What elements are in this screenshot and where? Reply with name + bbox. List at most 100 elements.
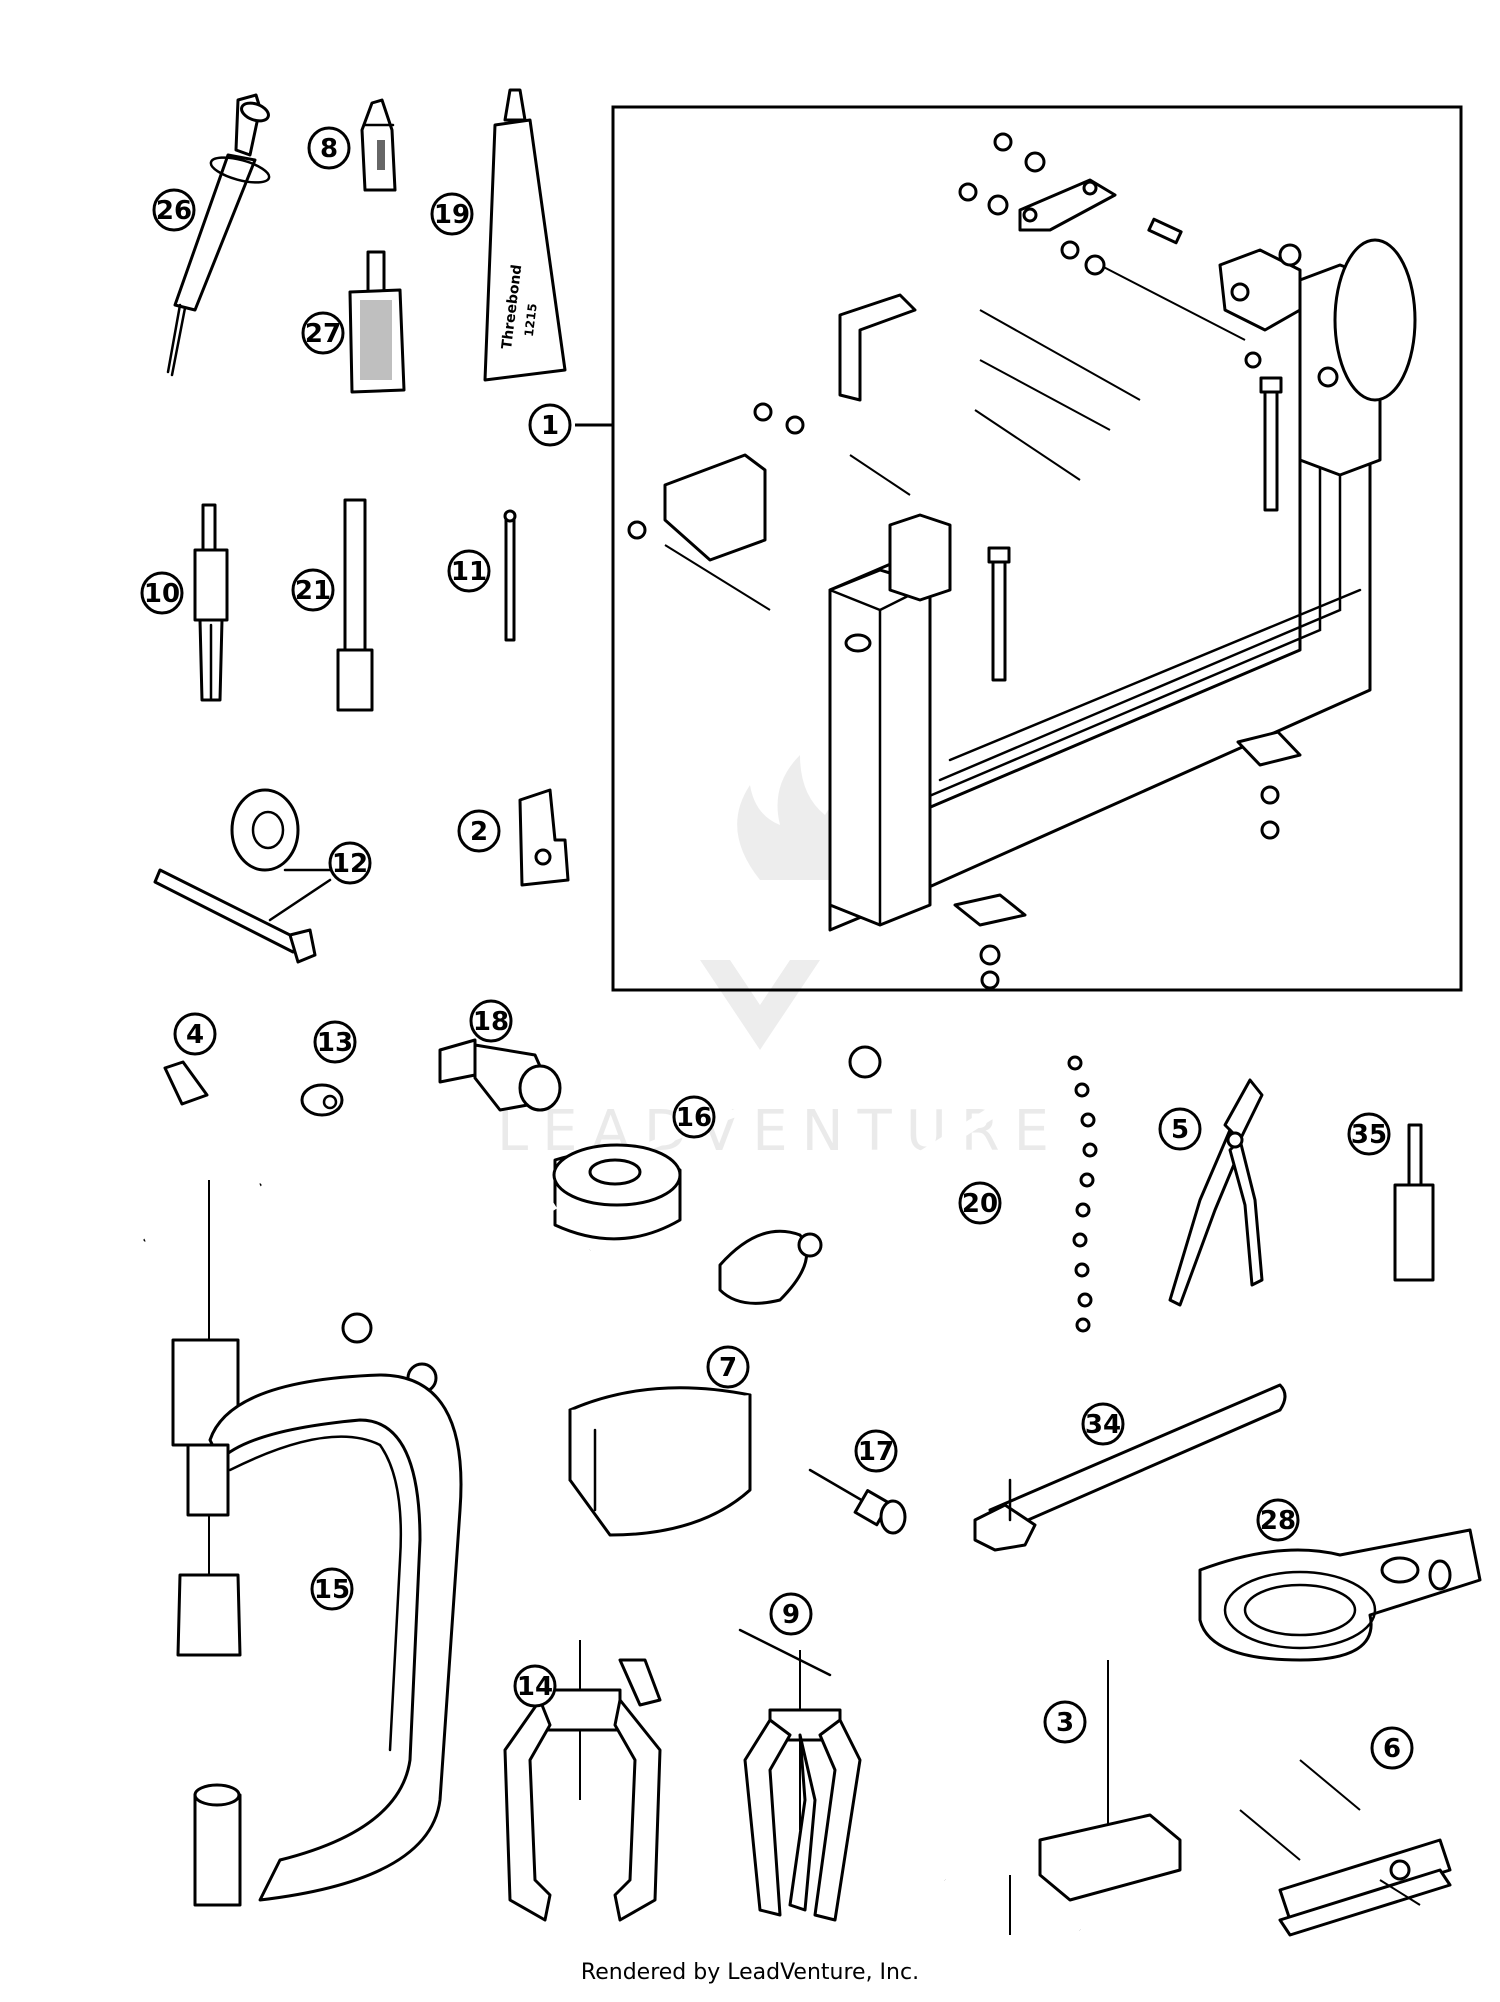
pin-tool (503, 509, 517, 642)
callout-number: 10 (144, 579, 180, 609)
callout-number: 35 (1351, 1120, 1387, 1150)
callout-10: 10 (140, 571, 184, 615)
flywheel-puller-18 (438, 1038, 562, 1112)
stand-frame-box (611, 105, 1463, 992)
callout-8: 8 (307, 126, 351, 170)
callout-number: 5 (1171, 1115, 1189, 1145)
callout-circle (152, 188, 196, 232)
bearing-puller-insert (193, 503, 229, 702)
callout-circle (528, 403, 572, 447)
callout-circle (291, 568, 335, 612)
sealant-bottle-small (360, 98, 397, 192)
callout-4: 4 (173, 1012, 217, 1056)
callout-18: 18 (469, 999, 513, 1043)
chain-breaker (943, 1660, 1182, 1935)
holding-wrench (973, 1383, 1287, 1552)
callout-number: 13 (317, 1028, 353, 1058)
nut-adapter (300, 1083, 344, 1117)
taper-cone (163, 1060, 209, 1106)
callout-number: 26 (156, 196, 192, 226)
callout-circle (1043, 1700, 1087, 1744)
tube-label-2: 1215 (522, 303, 540, 338)
callout-34: 34 (1081, 1402, 1125, 1446)
callout-number: 11 (451, 557, 487, 587)
footer-credit: Rendered by LeadVenture, Inc. (580, 1960, 920, 1985)
grease-syringe (166, 93, 271, 377)
piston-ring-compressor (568, 1386, 752, 1537)
callout-number: 16 (676, 1103, 712, 1133)
callout-number: 14 (517, 1672, 553, 1702)
callout-circle (769, 1592, 813, 1636)
callout-circle (173, 1012, 217, 1056)
valve-spring-compressor (143, 1180, 463, 1907)
callout-17: 17 (854, 1429, 898, 1473)
callout-circle (447, 549, 491, 593)
threebond-tube: Threebond 1215 (483, 88, 567, 382)
callout-number: 19 (434, 200, 470, 230)
callout-circle (1081, 1402, 1125, 1446)
callout-number: 2 (470, 817, 488, 847)
callout-15: 15 (310, 1567, 354, 1611)
callout-13: 13 (313, 1020, 357, 1064)
callout-number: 8 (320, 134, 338, 164)
callout-9: 9 (769, 1592, 813, 1636)
callout-circle (1347, 1112, 1391, 1156)
callout-number: 20 (962, 1189, 998, 1219)
callout-35: 35 (1347, 1112, 1391, 1156)
callout-5: 5 (1158, 1107, 1202, 1151)
callout-circle (313, 1020, 357, 1064)
callout-circle (140, 571, 184, 615)
callout-number: 9 (782, 1600, 800, 1630)
callout-6: 6 (1370, 1726, 1414, 1770)
callout-circle (457, 809, 501, 853)
callout-circle (958, 1181, 1002, 1225)
threadlocker-bottle (348, 250, 406, 394)
punch-tool (1393, 1123, 1435, 1282)
engine-lock-tool (1239, 1759, 1452, 1937)
chain-wrench (718, 1054, 1098, 1333)
socket-tool (336, 498, 374, 712)
callout-14: 14 (513, 1664, 557, 1708)
callout-19: 19 (430, 192, 474, 236)
pin-extractor (808, 1468, 907, 1535)
callout-7: 7 (706, 1345, 750, 1389)
callout-number: 7 (719, 1353, 737, 1383)
engine-stand (627, 132, 1417, 990)
callout-number: 18 (473, 1007, 509, 1037)
bracket-clip (518, 788, 570, 887)
callout-28: 28 (1256, 1498, 1300, 1542)
callout-number: 6 (1383, 1734, 1401, 1764)
callout-circle (430, 192, 474, 236)
callout-number: 1 (541, 411, 559, 441)
callout-1: 1 (528, 403, 572, 447)
callout-27: 27 (301, 311, 345, 355)
callout-number: 3 (1056, 1708, 1074, 1738)
callout-number: 28 (1260, 1506, 1296, 1536)
callout-number: 21 (295, 576, 331, 606)
clutch-holder-plate (1198, 1528, 1482, 1662)
bolt-and-spacer (153, 788, 332, 964)
callout-number: 34 (1085, 1410, 1121, 1440)
callout-circle (1256, 1498, 1300, 1542)
callout-circle (1158, 1107, 1202, 1151)
callout-number: 4 (186, 1020, 204, 1050)
clutch-holder (341, 1045, 882, 1394)
callout-circle (301, 311, 345, 355)
callout-3: 3 (1043, 1700, 1087, 1744)
callout-12: 12 (328, 841, 372, 885)
callout-21: 21 (291, 568, 335, 612)
callout-circle (672, 1095, 716, 1139)
callout-circle (706, 1345, 750, 1389)
callout-circle (328, 841, 372, 885)
callout-circle (307, 126, 351, 170)
callout-2: 2 (457, 809, 501, 853)
two-jaw-puller (503, 1640, 662, 1922)
callout-circle (310, 1567, 354, 1611)
circlip-pliers (1168, 1078, 1264, 1307)
callout-number: 17 (858, 1437, 894, 1467)
callout-16: 16 (672, 1095, 716, 1139)
callout-20: 20 (958, 1181, 1002, 1225)
callout-number: 12 (332, 849, 368, 879)
callout-circle (469, 999, 513, 1043)
